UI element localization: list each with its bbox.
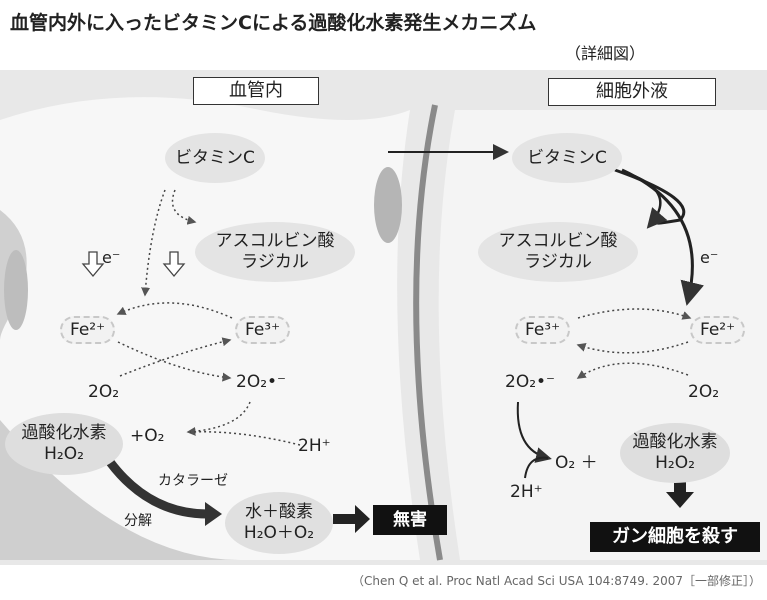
electron-right: e⁻ xyxy=(700,248,719,267)
label-extracellular: 細胞外液 xyxy=(548,78,716,106)
electron-left: e⁻ xyxy=(102,248,121,267)
ascorbate-radical-left: アスコルビン酸ラジカル xyxy=(195,222,355,282)
hollow-arrow-icon xyxy=(81,251,105,278)
arrow-right-icon xyxy=(333,505,370,533)
catalase-arrow xyxy=(205,502,222,526)
fe2-left: Fe²⁺ xyxy=(60,316,116,344)
label-intravascular: 血管内 xyxy=(193,77,319,105)
diagram-title: 血管内外に入ったビタミンCによる過酸化水素発生メカニズム xyxy=(10,12,537,34)
o2-plus-right: O₂ ＋ xyxy=(555,453,598,473)
catalase-label: カタラーゼ xyxy=(158,473,228,489)
o2-left: 2O₂ xyxy=(88,382,120,402)
citation: （Chen Q et al. Proc Natl Acad Sci USA 10… xyxy=(352,574,761,588)
arrow-down-icon xyxy=(666,480,694,508)
superoxide-left: 2O₂•⁻ xyxy=(236,372,287,392)
vitamin-c-right: ビタミンC xyxy=(512,133,622,183)
o2-right: 2O₂ xyxy=(688,382,720,402)
vessel-wall xyxy=(413,104,443,561)
superoxide-right: 2O₂•⁻ xyxy=(505,372,556,392)
fe3-right: Fe³⁺ xyxy=(515,316,571,344)
harmless-badge: 無害 xyxy=(373,505,447,535)
vitamin-c-left: ビタミンC xyxy=(165,133,265,183)
kills-cancer-cells-badge: ガン細胞を殺す xyxy=(590,522,760,552)
ascorbate-radical-right: アスコルビン酸ラジカル xyxy=(478,222,638,282)
fe2-right: Fe²⁺ xyxy=(690,316,746,344)
h-plus-left: 2H⁺ xyxy=(298,436,331,456)
red-blood-cell xyxy=(374,167,402,243)
decompose-label: 分解 xyxy=(124,513,152,529)
diagram-subtitle: （詳細図） xyxy=(565,44,646,63)
fe3-left: Fe³⁺ xyxy=(235,316,291,344)
plus-o2-left: +O₂ xyxy=(130,426,165,446)
hollow-arrow-icon xyxy=(162,251,186,278)
h-plus-right: 2H⁺ xyxy=(510,482,543,502)
